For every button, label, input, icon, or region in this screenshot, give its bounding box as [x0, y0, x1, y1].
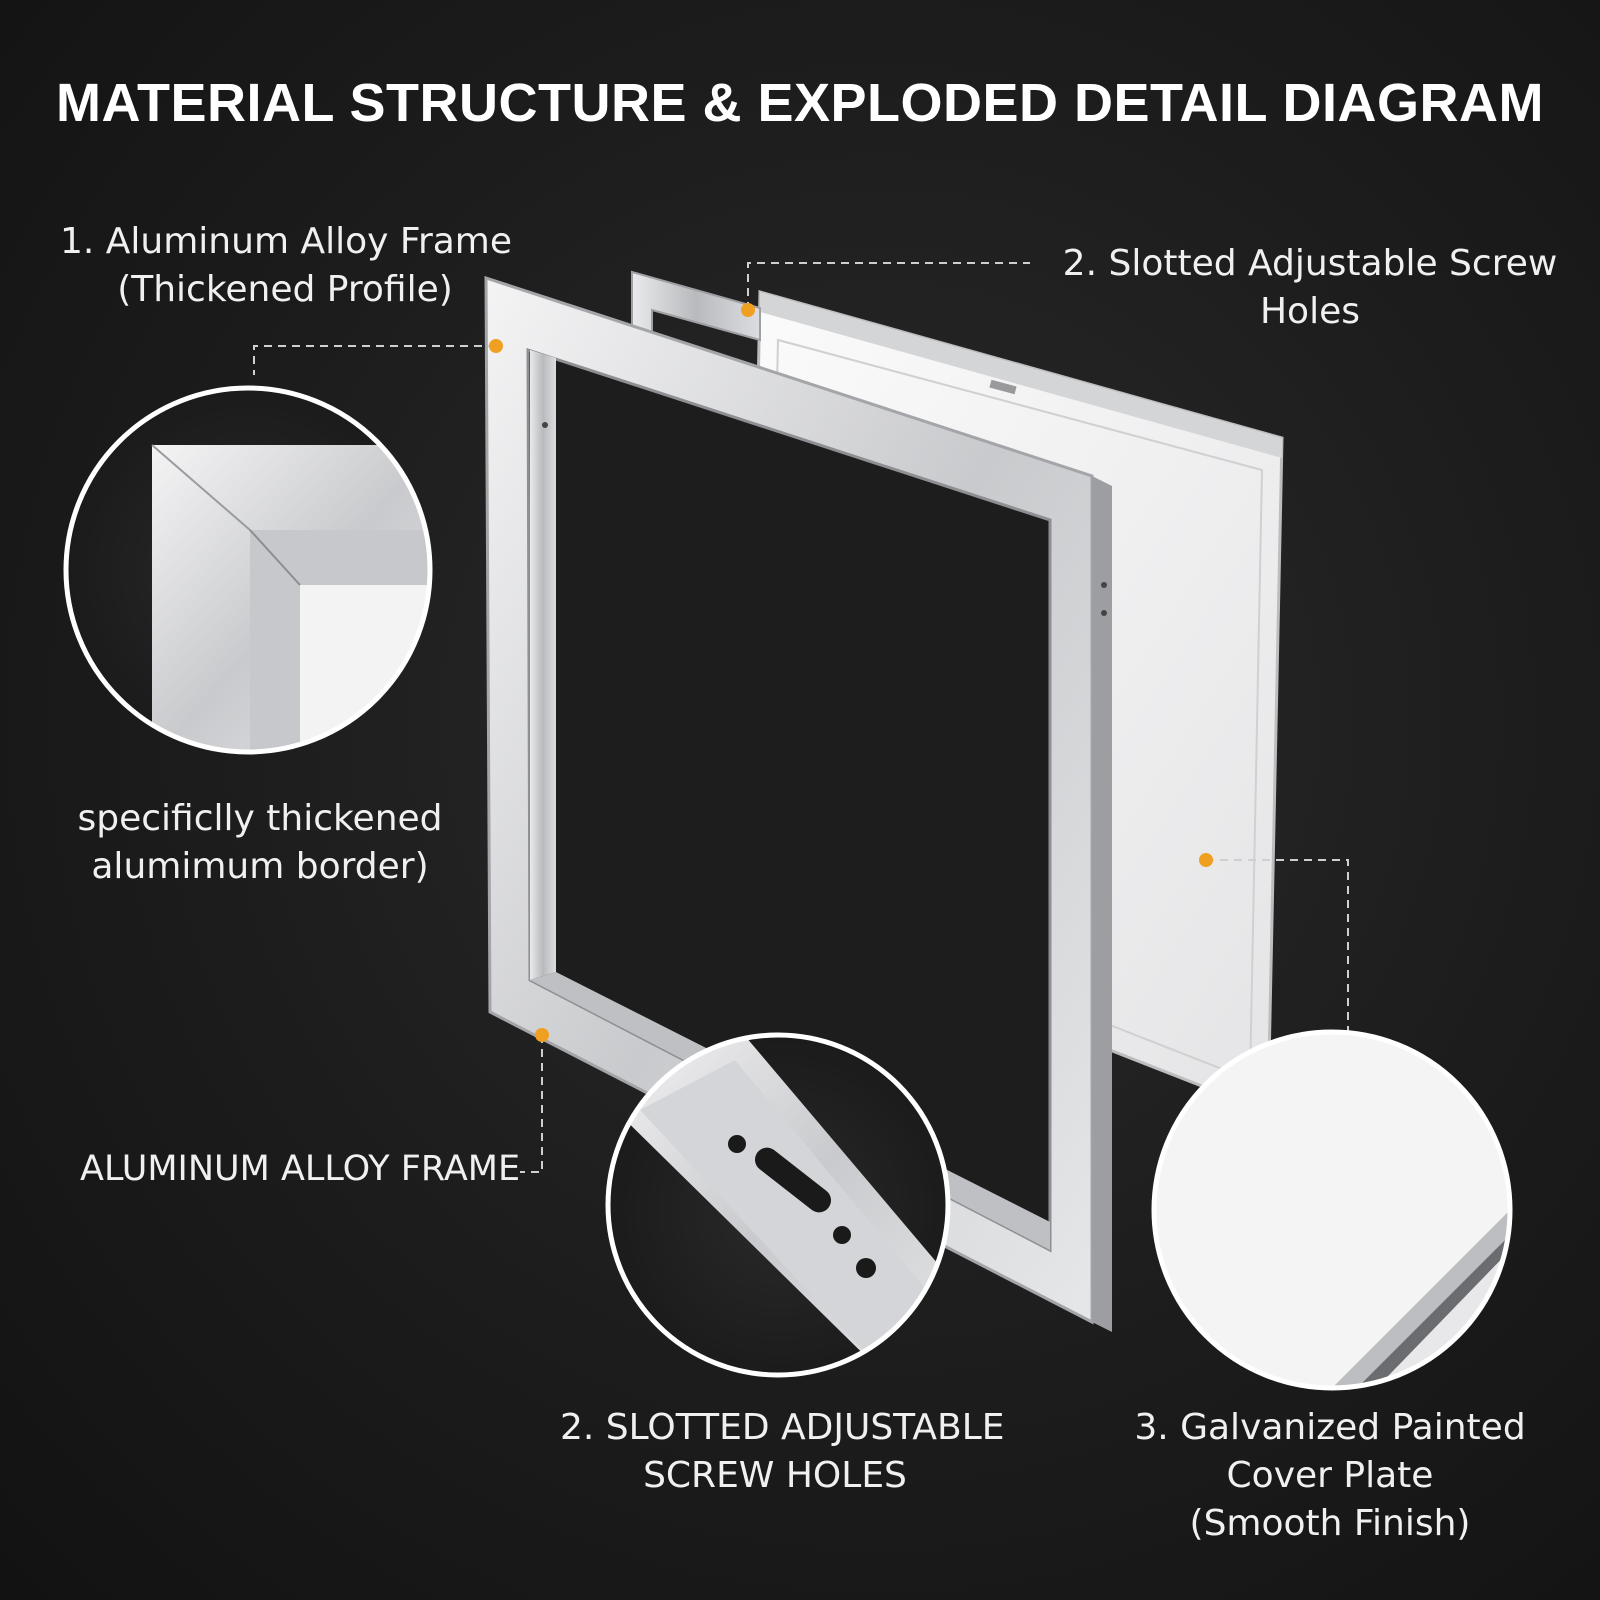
callout-line: 2. Slotted Adjustable Screw — [1062, 243, 1558, 284]
callout-line: 3. Galvanized Painted — [1134, 1407, 1526, 1448]
leader-lines — [253, 262, 1349, 1173]
page-title: MATERIAL STRUCTURE & EXPLODED DETAIL DIA… — [55, 73, 1544, 133]
zoom-circle-icon — [1151, 1029, 1513, 1391]
callout-cover-plate: 3. Galvanized Painted Cover Plate (Smoot… — [1130, 1404, 1530, 1548]
callout-line: 1. Aluminum Alloy Frame — [60, 221, 513, 262]
callout-line: 2. SLOTTED ADJUSTABLE — [560, 1407, 1005, 1448]
callout-line: ALUMINUM ALLOY FRAME — [80, 1149, 521, 1189]
callout-frame-bottom: ALUMINUM ALLOY FRAME — [80, 1145, 520, 1193]
callout-line: (Thickened Profile) — [117, 269, 453, 310]
callout-line: Cover Plate — [1226, 1455, 1434, 1496]
callout-frame-caption: specificlly thickened alumimum border) — [60, 795, 460, 891]
zoom-circle-icon — [605, 1032, 951, 1378]
callout-line: SCREW HOLES — [643, 1455, 907, 1496]
zoom-circle-icon — [63, 385, 433, 755]
callout-line: specificlly thickened — [77, 798, 443, 839]
callout-line: alumimum border) — [91, 846, 429, 887]
callout-frame-profile: 1. Aluminum Alloy Frame (Thickened Profi… — [60, 218, 513, 314]
callout-line: (Smooth Finish) — [1189, 1503, 1471, 1544]
callout-screw-holes-bottom: 2. SLOTTED ADJUSTABLE SCREW HOLES — [560, 1404, 1005, 1500]
callout-line: Holes — [1259, 291, 1360, 332]
callout-dot-icon — [489, 303, 1213, 1042]
callout-screw-holes-top: 2. Slotted Adjustable Screw Holes — [1040, 240, 1580, 336]
